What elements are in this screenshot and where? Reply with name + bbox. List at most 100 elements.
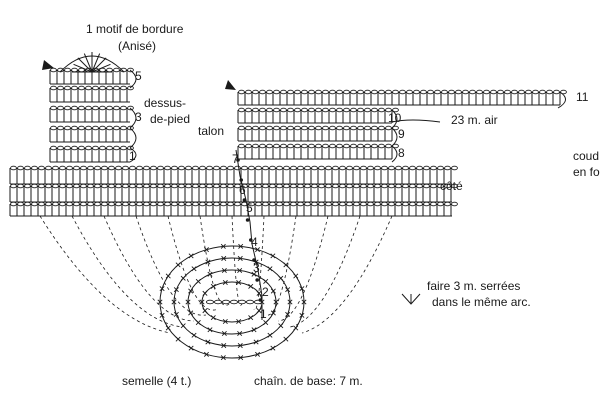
chain-stitch <box>350 89 357 95</box>
start-arrow <box>225 80 236 90</box>
chain-stitch <box>329 107 336 113</box>
chain-stitch <box>290 183 297 189</box>
instep-turn-arcs <box>129 69 137 163</box>
chain-stitch <box>287 143 294 149</box>
chain-stitch <box>234 165 241 171</box>
chain-count-label: 23 m. air <box>451 113 498 127</box>
chain-stitch <box>113 145 120 151</box>
sc-stitch-mark <box>248 283 254 289</box>
chain-stitch <box>221 299 231 305</box>
dashed-connector <box>265 215 297 316</box>
chain-stitch <box>10 165 17 171</box>
sc-stitch-mark <box>278 323 284 329</box>
chain-stitch <box>451 201 458 207</box>
chain-stitch <box>129 165 136 171</box>
chain-stitch <box>143 183 150 189</box>
chain-stitch <box>10 201 17 207</box>
chain-stitch <box>87 183 94 189</box>
row-number-9: 9 <box>398 127 405 141</box>
chain-stitch <box>106 85 113 91</box>
chain-stitch <box>385 125 392 131</box>
sole-oval <box>157 243 307 361</box>
sc-stitch-mark <box>238 243 244 249</box>
chain-stitch <box>143 201 150 207</box>
sc-stitch-mark <box>251 271 257 277</box>
chain-stitch <box>343 107 350 113</box>
chain-stitch <box>336 107 343 113</box>
chain-stitch <box>301 107 308 113</box>
sc-stitch-mark <box>210 315 216 321</box>
row-number-8: 8 <box>398 146 405 160</box>
chain-stitch <box>101 165 108 171</box>
join-dot <box>252 258 256 262</box>
chain-stitch <box>294 143 301 149</box>
chain-stitch <box>50 67 57 73</box>
sc-stitch-mark <box>278 275 284 281</box>
chain-stitch <box>199 201 206 207</box>
chain-stitch <box>346 183 353 189</box>
sc-stitch-mark <box>248 315 254 321</box>
chain-stitch <box>192 201 199 207</box>
chain-stitch <box>451 183 458 189</box>
chain-stitch <box>71 125 78 131</box>
chain-stitch <box>280 125 287 131</box>
sc-stitch-mark <box>251 327 257 333</box>
join-dot <box>255 278 259 282</box>
chain-stitch <box>532 89 539 95</box>
chain-stitch <box>262 201 269 207</box>
chain-stitch <box>85 125 92 131</box>
sc-stitch-mark <box>299 312 305 318</box>
sc-stitch-mark <box>263 278 269 284</box>
chain-stitch <box>290 165 297 171</box>
chain-stitch <box>444 183 451 189</box>
chain-stitch <box>24 201 31 207</box>
chain-stitch <box>17 165 24 171</box>
sc-stitch-mark <box>188 288 194 294</box>
chain-stitch <box>262 183 269 189</box>
sc-stitch-mark <box>236 318 242 325</box>
sc-stitch-mark <box>199 299 205 305</box>
side-band-row-bottom <box>9 201 458 217</box>
chain-stitch <box>287 89 294 95</box>
fan-spoke <box>73 63 93 73</box>
chain-stitch <box>64 125 71 131</box>
heel-turn-arcs <box>391 91 566 163</box>
chain-stitch <box>336 143 343 149</box>
chain-stitch <box>178 201 185 207</box>
chain-stitch <box>108 201 115 207</box>
chain-stitch <box>476 89 483 95</box>
chain-stitch <box>409 165 416 171</box>
sc-stitch-mark <box>175 262 181 268</box>
chain-stitch <box>360 165 367 171</box>
chain-stitch <box>364 89 371 95</box>
turn-arc <box>391 127 398 147</box>
chain-stitch <box>308 89 315 95</box>
chain-stitch <box>273 107 280 113</box>
chain-stitch <box>539 89 546 95</box>
heel-row-10 <box>237 107 399 124</box>
chain-stitch <box>171 165 178 171</box>
chain-stitch <box>245 299 255 305</box>
sc-stitch-mark <box>157 299 163 305</box>
border-motif-fan <box>59 52 125 73</box>
sc-stitch-mark <box>210 283 216 289</box>
sc-stitch-mark <box>165 325 171 331</box>
chain-stitch <box>255 201 262 207</box>
chain-stitch <box>199 183 206 189</box>
chain-stitch <box>220 183 227 189</box>
dashed-connector <box>103 215 195 322</box>
chain-stitch <box>280 89 287 95</box>
chain-stitch <box>64 85 71 91</box>
chain-stitch <box>388 183 395 189</box>
chain-stitch <box>45 183 52 189</box>
chain-stitch <box>213 165 220 171</box>
chain-stitch <box>553 89 560 95</box>
chain-stitch <box>178 183 185 189</box>
chain-stitch <box>71 145 78 151</box>
sc-stitch-mark <box>267 332 273 338</box>
chain-stitch <box>280 143 287 149</box>
sc-stitch-mark <box>188 310 194 316</box>
sole-round-4 <box>157 243 307 361</box>
chain-stitch <box>269 201 276 207</box>
